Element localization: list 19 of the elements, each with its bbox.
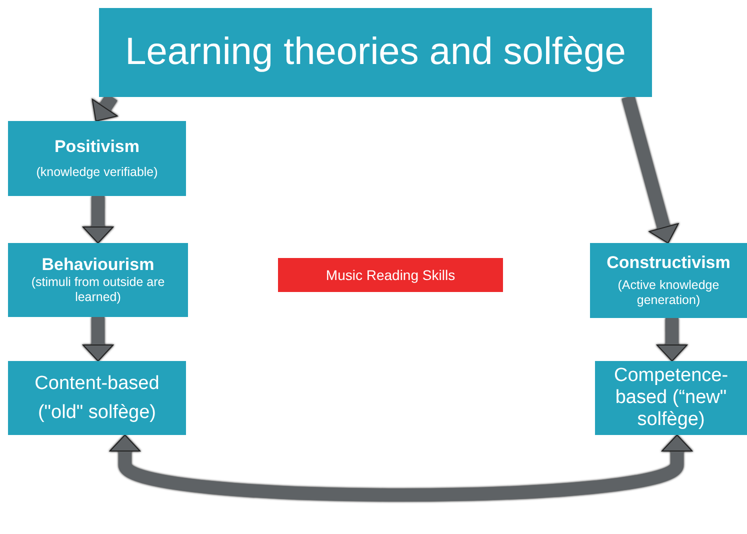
approach-box: [595, 361, 747, 435]
block-arrow: [622, 95, 679, 244]
node-title: Learning theories and solfège: [125, 30, 626, 74]
node-subtitle: (stimuli from outside are learned): [30, 274, 166, 305]
node-title: Behaviourism: [42, 255, 154, 275]
node-title: Competence- based (“new" solfège): [612, 365, 730, 431]
block-arrow: [109, 434, 693, 502]
topic-box: [278, 258, 503, 292]
theory-box: [8, 243, 188, 317]
node-subtitle: (knowledge verifiable): [36, 164, 158, 180]
node-title: Constructivism: [606, 252, 730, 272]
title-box: [99, 8, 652, 97]
theory-box: [8, 121, 186, 196]
theory-box: [590, 243, 747, 318]
node-subtitle: (Active knowledge generation): [616, 278, 720, 308]
node-title: Music Reading Skills: [326, 266, 456, 284]
node-title: Positivism: [54, 137, 140, 157]
node-title: Content-based ("old" solfège): [34, 372, 160, 425]
approach-box: [8, 361, 186, 435]
